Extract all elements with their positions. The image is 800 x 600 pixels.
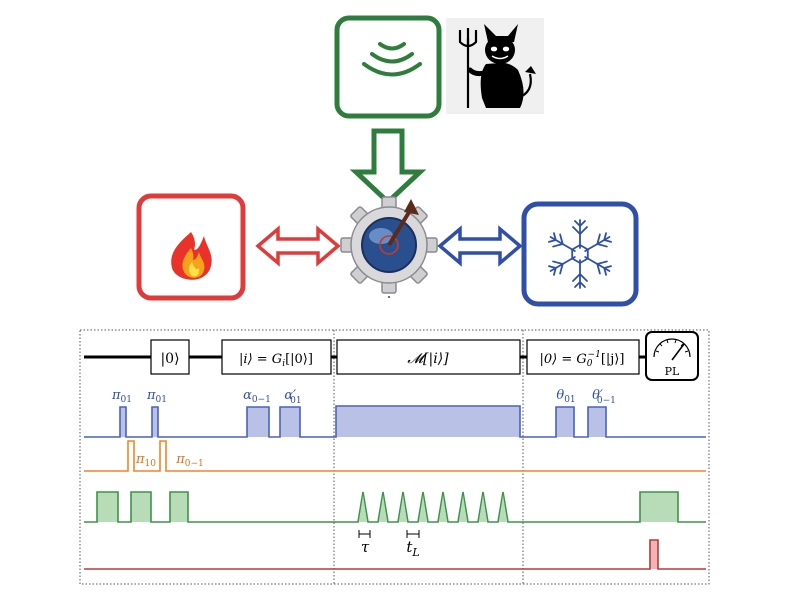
blue-trace: [84, 405, 706, 438]
pulse-fill: [556, 407, 574, 437]
measure-box: 𝓜[|i⟩]: [336, 339, 521, 375]
tl-label: t: [406, 538, 413, 556]
pulse-fill: [152, 407, 158, 437]
green-trace: [84, 491, 706, 523]
reset-box: |0⟩ = G0−1[|j⟩]: [526, 339, 640, 375]
pulse-fill: [588, 407, 606, 437]
signal-waves-icon: [362, 42, 422, 77]
pulse-fill: [120, 407, 126, 437]
pulse-label-alpha0m1: α: [243, 388, 252, 403]
orange-pulse-channel: π10 π0−1: [84, 440, 706, 472]
reset-subscript: 0: [587, 359, 593, 369]
pulse-label-pi01-b: π: [146, 388, 156, 403]
prepare-box: |i⟩ = Gi[|0⟩]: [221, 339, 332, 375]
pulse-label-pi0m1: π: [175, 452, 185, 467]
pulse-label-theta0m1p: θ′: [592, 388, 603, 403]
svg-text:α0−1: α0−1: [243, 388, 271, 405]
down-arrow: [349, 128, 427, 206]
pulse-label-theta0m1p-sub: 0−1: [597, 396, 616, 406]
green-pulse-channel: τ tL: [84, 491, 706, 559]
pulse-fill: [280, 407, 300, 437]
pulse-fill: [650, 540, 658, 569]
pulse-label-pi10-sub: 10: [145, 459, 157, 469]
pulse-label-pi01-a-sub: 01: [121, 395, 132, 405]
svg-text:θ′0−1: θ′0−1: [592, 388, 616, 406]
snowflake-icon: [546, 219, 614, 289]
prepare-subscript: i: [282, 359, 285, 369]
svg-text:|i⟩ = Gi[|0⟩]: |i⟩ = Gi[|0⟩]: [239, 352, 313, 369]
pulse-fill: [170, 492, 188, 522]
readout-spikes: [359, 495, 507, 522]
reset-label: |0⟩ = G: [540, 352, 587, 367]
pulse-fill: [247, 407, 269, 437]
svg-text:π0−1: π0−1: [175, 452, 204, 469]
pulse-label-theta01: θ: [556, 388, 564, 403]
tau-label: τ: [361, 538, 370, 556]
svg-text:π10: π10: [135, 452, 156, 469]
measure-label: 𝓜[|i⟩]: [407, 351, 449, 367]
hot-exchange-arrow: [255, 225, 341, 267]
red-trace: [84, 539, 706, 570]
init-state-box: |0⟩: [150, 339, 190, 375]
pulse-label-alpha01p: α′: [284, 388, 296, 403]
prepare-argument: [|0⟩]: [285, 352, 313, 367]
init-state-label: |0⟩: [160, 351, 179, 367]
devil-with-trident-icon: [446, 18, 544, 114]
field-box: [334, 15, 442, 119]
tl-marker: [406, 530, 420, 538]
reset-superscript: −1: [588, 350, 601, 360]
red-pulse-channel: [84, 539, 706, 570]
svg-text:tL: tL: [406, 538, 419, 559]
gear-qubit-icon: [340, 196, 438, 294]
cold-reservoir-box: [521, 201, 639, 307]
pulse-label-alpha0m1-sub: 0−1: [252, 395, 271, 405]
svg-text:π01: π01: [111, 388, 132, 405]
fire-icon: [171, 232, 212, 280]
pulse-fill: [640, 492, 678, 522]
svg-text:π01: π01: [146, 388, 167, 405]
pulse-fill: [131, 492, 151, 522]
svg-text:α′01: α′01: [284, 388, 301, 406]
reset-argument: [|j⟩]: [601, 352, 625, 367]
pulse-label-pi0m1-sub: 0−1: [185, 459, 204, 469]
pulse-label-theta01-sub: 01: [564, 395, 575, 405]
prepare-label: |i⟩ = G: [239, 352, 282, 367]
tl-subscript: L: [411, 546, 419, 559]
pulse-fill: [97, 492, 118, 522]
pulse-label-pi01-a: π: [111, 388, 121, 403]
pulse-label-pi01-b-sub: 01: [156, 395, 167, 405]
svg-text:|0⟩ = G0−1[|j⟩]: |0⟩ = G0−1[|j⟩]: [540, 350, 625, 369]
pulse-fill: [336, 406, 520, 437]
pulse-label-alpha01p-sub: 01: [290, 396, 301, 406]
meter-label: PL: [665, 365, 680, 378]
cold-exchange-arrow: [437, 225, 523, 267]
pulse-label-pi10: π: [135, 452, 145, 467]
tau-marker: [358, 530, 371, 538]
pulse-sequence-panel: |0⟩ |i⟩ = Gi[|0⟩] 𝓜[|i⟩] |0⟩ = G0−1[|j⟩]: [79, 296, 710, 585]
orange-trace: [84, 440, 706, 472]
svg-text:θ01: θ01: [556, 388, 575, 405]
blue-pulse-channel: π01 π01 α0−1 α′01 θ01 θ′0−1: [84, 388, 706, 438]
hot-reservoir-box: [136, 193, 246, 301]
gauge-meter-icon: PL: [645, 331, 699, 381]
